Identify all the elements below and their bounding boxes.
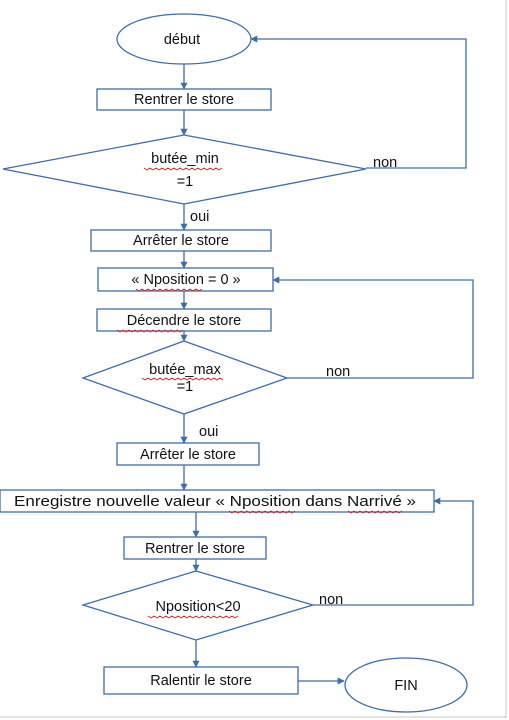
process-stop-1: [90, 229, 272, 252]
process-slow: [103, 666, 299, 695]
no-label-3: non: [319, 592, 343, 608]
yes-label-2: oui: [199, 424, 218, 440]
spellcheck-underline: [147, 615, 239, 619]
decision-min-label-1: butée_min: [151, 151, 219, 167]
loop-no-position-to-save: [313, 497, 474, 606]
decision-max: [81, 340, 289, 415]
no-label-2: non: [326, 364, 350, 380]
loop-no-min-to-start: [250, 35, 467, 169]
spellcheck-underline: [141, 377, 224, 381]
process-retract-2-label: Rentrer le store: [145, 541, 245, 557]
decision-max-label-2: =1: [177, 379, 194, 395]
spellcheck-underline: [116, 329, 184, 333]
process-stop-2-label: Arrêter le store: [140, 447, 236, 463]
process-save-value: [0, 489, 435, 513]
decision-position: [80, 570, 316, 641]
decision-min-label-2: =1: [177, 174, 194, 190]
process-stop-2: [116, 442, 260, 466]
end-label: FIN: [394, 678, 417, 694]
spellcheck-underline: [135, 288, 203, 292]
loop-no-max-to-init: [272, 276, 474, 379]
start-node: [116, 13, 252, 65]
no-label-1: non: [373, 155, 397, 171]
process-lower: [96, 308, 272, 332]
spellcheck-underline: [228, 510, 296, 514]
process-save-value-label: Enregistre nouvelle valeur « Nposition d…: [14, 494, 416, 510]
process-stop-1-label: Arrêter le store: [133, 233, 229, 249]
process-lower-label: Décendre le store: [127, 313, 241, 329]
spellcheck-underline: [143, 167, 223, 171]
process-slow-label: Ralentir le store: [150, 673, 252, 689]
end-node: [344, 657, 468, 713]
decision-position-label: Nposition<20: [155, 599, 240, 615]
yes-label-1: oui: [190, 209, 209, 225]
process-init-position-label: « Nposition = 0 »: [131, 272, 240, 288]
process-init-position: [97, 267, 274, 292]
start-label: début: [164, 32, 200, 48]
process-retract-1-label: Rentrer le store: [134, 92, 234, 108]
spellcheck-underline: [347, 510, 403, 514]
process-retract-2: [123, 536, 267, 560]
process-retract-1: [96, 88, 272, 111]
decision-max-label-1: butée_max: [149, 362, 221, 378]
